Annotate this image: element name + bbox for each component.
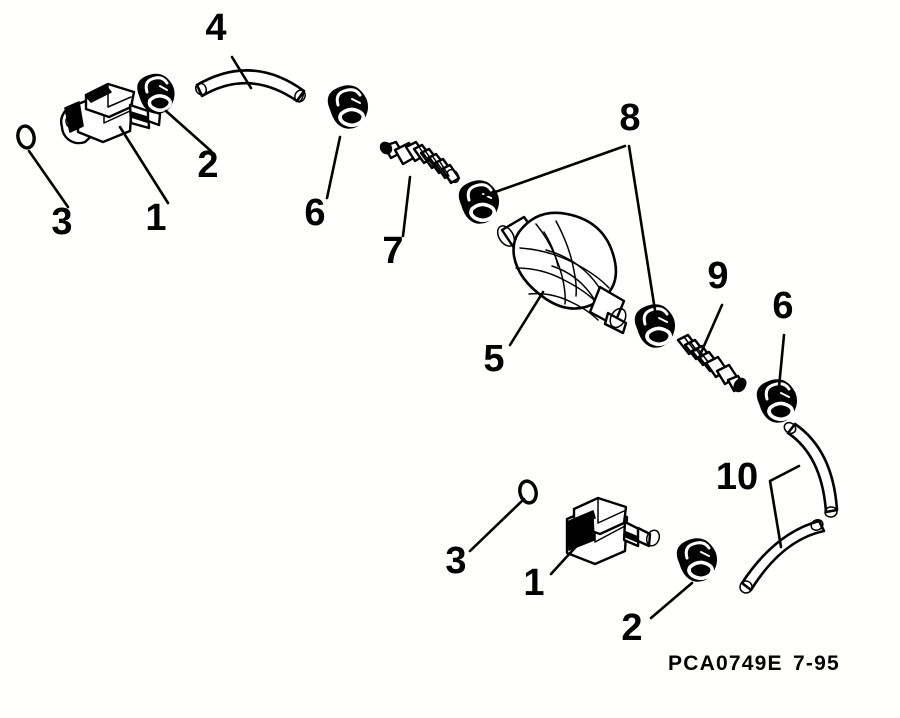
callout-2-lower[interactable]: 2 (621, 607, 642, 649)
leader-6b (777, 333, 786, 389)
callout-6-lower[interactable]: 6 (772, 285, 793, 327)
part-o-ring-upper (16, 124, 36, 150)
leader-9 (698, 303, 724, 357)
leader-1b (549, 537, 585, 576)
callout-3-lower[interactable]: 3 (445, 540, 466, 582)
leader-6a (325, 135, 342, 200)
part-hose-clamp-eight-right (634, 304, 676, 348)
part-primer-bulb (496, 211, 628, 335)
part-hose-clamp-upper (137, 73, 175, 114)
part-hose-clamp-eight-left (458, 180, 500, 224)
callout-9[interactable]: 9 (707, 255, 728, 297)
leader-10 (768, 464, 801, 549)
leader-5 (508, 290, 545, 347)
leader-8 (482, 144, 659, 325)
leader-3b (468, 497, 526, 553)
part-hose-fitting-barbed-upper (379, 140, 461, 185)
part-fuel-connector-lower (565, 496, 661, 566)
part-fuel-hose-upper-right (783, 421, 839, 518)
part-hose-clamp-lower-right (756, 379, 798, 423)
callout-6-upper[interactable]: 6 (304, 192, 325, 234)
callout-7[interactable]: 7 (382, 230, 403, 272)
part-hose-fitting-barbed-lower (676, 333, 747, 393)
callout-10[interactable]: 10 (716, 456, 758, 498)
part-hose-clamp-upper-right (327, 85, 369, 129)
caption-part-code: PCA0749E (668, 652, 783, 675)
callout-5[interactable]: 5 (483, 338, 504, 380)
part-hose-clamp-lower (676, 538, 718, 582)
part-fuel-hose-lower-right (739, 519, 826, 594)
callout-1-upper[interactable]: 1 (145, 197, 166, 239)
part-fuel-connector-upper (60, 82, 162, 145)
callout-8[interactable]: 8 (619, 97, 640, 139)
callout-1-lower[interactable]: 1 (523, 562, 544, 604)
leader-4 (230, 55, 253, 90)
callout-2-upper[interactable]: 2 (197, 144, 218, 186)
leader-7 (401, 175, 412, 238)
leader-2b (649, 581, 694, 620)
diagram-caption: PCA0749E 7-95 (668, 652, 840, 675)
callout-numbers: 4 8 2 6 3 1 7 9 6 5 10 3 1 2 (51, 7, 793, 649)
callout-3-upper[interactable]: 3 (51, 201, 72, 243)
leader-2a (164, 109, 213, 153)
leader-3a (27, 149, 70, 209)
caption-revision-date: 7-95 (793, 652, 840, 675)
part-o-ring-lower (518, 479, 538, 505)
callout-4[interactable]: 4 (205, 7, 226, 49)
part-fuel-hose-curved (194, 69, 306, 103)
leader-lines (27, 55, 801, 620)
leader-1a (118, 125, 170, 205)
